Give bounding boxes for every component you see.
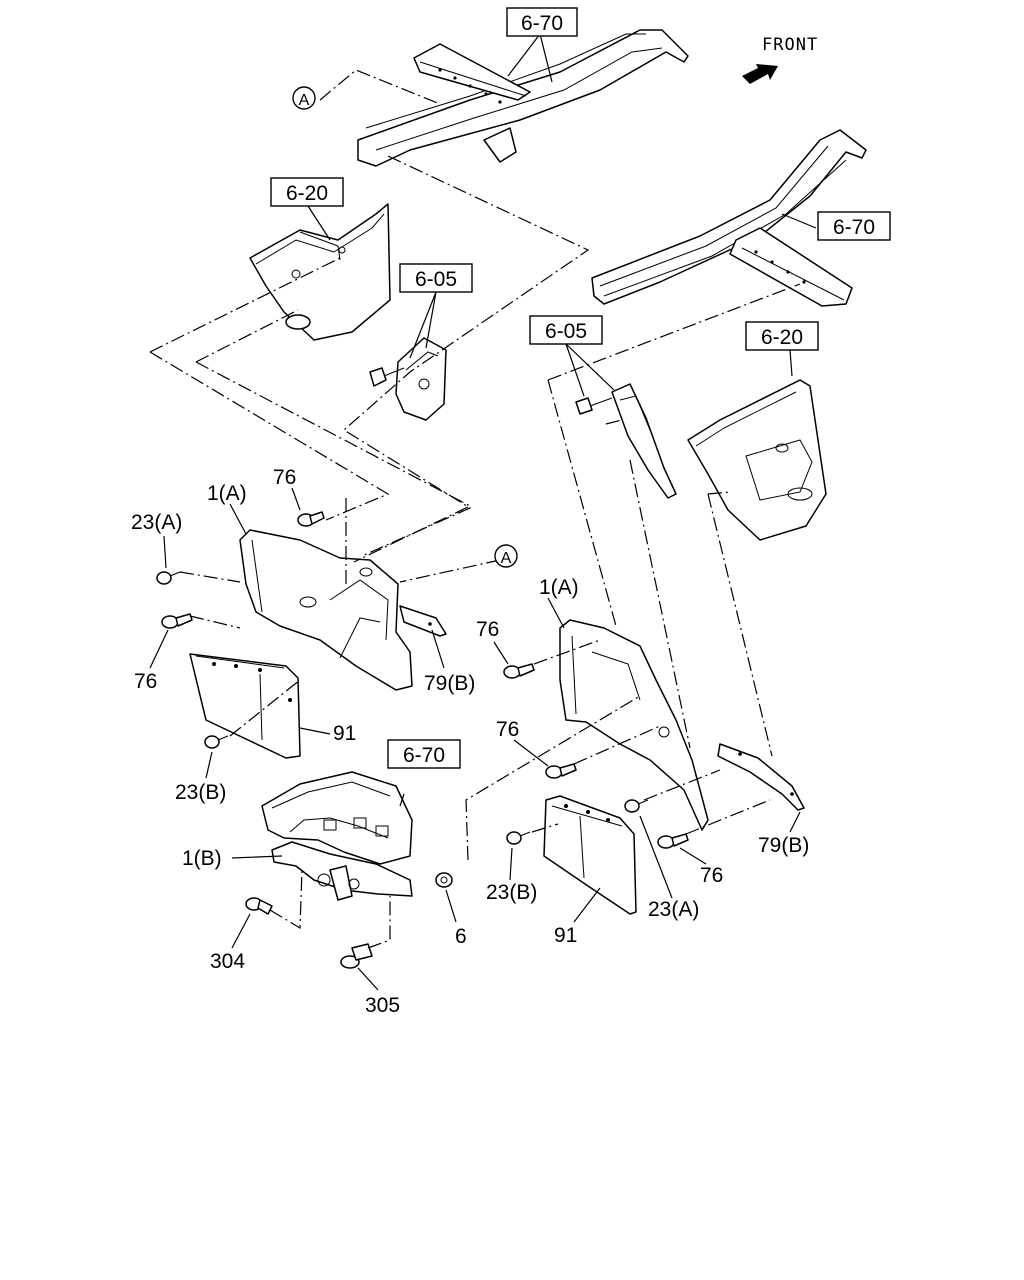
ref-6-05-right-text: 6-05 xyxy=(545,320,587,343)
bolt-icon xyxy=(503,663,535,679)
small-bracket-left xyxy=(369,337,447,421)
ref-6-20-left: 6-20 xyxy=(270,177,344,207)
front-indicator: FRONT xyxy=(742,35,818,84)
ref-6-70-right-text: 6-70 xyxy=(833,216,875,239)
label-76-r1: 76 xyxy=(476,618,499,641)
label-1a-right: 1(A) xyxy=(539,576,579,599)
clip-icon xyxy=(340,943,373,969)
bolt-icon xyxy=(204,735,229,749)
frame-rail-top xyxy=(357,29,689,167)
label-76-top: 76 xyxy=(273,466,296,489)
frame-rail-right xyxy=(591,129,867,307)
label-76-r3: 76 xyxy=(700,864,723,887)
ref-6-70-bottom: 6-70 xyxy=(387,739,461,769)
ref-6-20-right: 6-20 xyxy=(745,321,819,351)
bolt-icon xyxy=(297,511,325,527)
bolts xyxy=(156,511,689,969)
stay-79b-right xyxy=(717,743,805,811)
circle-ref-a-top-text: A xyxy=(299,92,310,109)
label-23a-left: 23(A) xyxy=(131,511,182,534)
circle-ref-a-top: A xyxy=(292,86,316,110)
bolt-icon xyxy=(245,897,273,915)
bolt-icon xyxy=(156,571,181,585)
ref-6-20-left-text: 6-20 xyxy=(286,182,328,205)
bolt-icon xyxy=(161,613,193,629)
front-label: FRONT xyxy=(762,35,818,55)
label-304: 304 xyxy=(210,950,245,973)
ref-6-70-bottom-text: 6-70 xyxy=(403,744,445,767)
label-23b-right: 23(B) xyxy=(486,881,537,904)
ref-6-20-right-text: 6-20 xyxy=(761,326,803,349)
ref-6-05-left-text: 6-05 xyxy=(415,268,457,291)
ref-6-70-top-text: 6-70 xyxy=(521,12,563,35)
label-23b-left: 23(B) xyxy=(175,781,226,804)
mudflap-left xyxy=(189,653,301,759)
ref-6-70-right: 6-70 xyxy=(817,211,891,241)
bolt-icon xyxy=(657,833,689,849)
stay-79b-left xyxy=(399,605,447,637)
part-labels: 1(A) 76 23(A) 76 79(B) 91 23(B) 1(A) 76 … xyxy=(131,466,809,1017)
ref-6-05-right: 6-05 xyxy=(529,315,603,345)
label-76-r2: 76 xyxy=(496,718,519,741)
label-1a-left: 1(A) xyxy=(207,482,247,505)
circle-ref-a-mid-text: A xyxy=(501,550,512,567)
label-23a-right: 23(A) xyxy=(648,898,699,921)
label-91-left: 91 xyxy=(333,722,356,745)
bolt-icon xyxy=(506,831,531,845)
splash-shield-right xyxy=(559,619,709,831)
label-91-right: 91 xyxy=(554,924,577,947)
label-79b-left: 79(B) xyxy=(424,672,475,695)
label-305: 305 xyxy=(365,994,400,1017)
label-79b-right: 79(B) xyxy=(758,834,809,857)
label-76-left: 76 xyxy=(134,670,157,693)
label-1b: 1(B) xyxy=(182,847,222,870)
label-6: 6 xyxy=(455,925,467,948)
front-arrow-icon xyxy=(742,64,778,84)
mudflap-right xyxy=(543,795,637,915)
small-bracket-right xyxy=(575,383,677,499)
ref-6-70-top: 6-70 xyxy=(506,7,578,37)
cab-bracket-right xyxy=(687,379,827,541)
leader-lines xyxy=(149,33,817,991)
splash-shield-left xyxy=(239,529,413,691)
circle-ref-a-mid: A xyxy=(494,544,518,568)
ref-6-05-left: 6-05 xyxy=(399,263,473,293)
nut-icon xyxy=(435,872,453,888)
bolt-icon xyxy=(624,799,649,813)
bolt-icon xyxy=(545,763,577,779)
connection-lines xyxy=(149,69,801,949)
bracket-1b xyxy=(271,841,413,901)
rear-fender-bottom xyxy=(261,771,413,865)
cab-bracket-left xyxy=(249,203,391,341)
